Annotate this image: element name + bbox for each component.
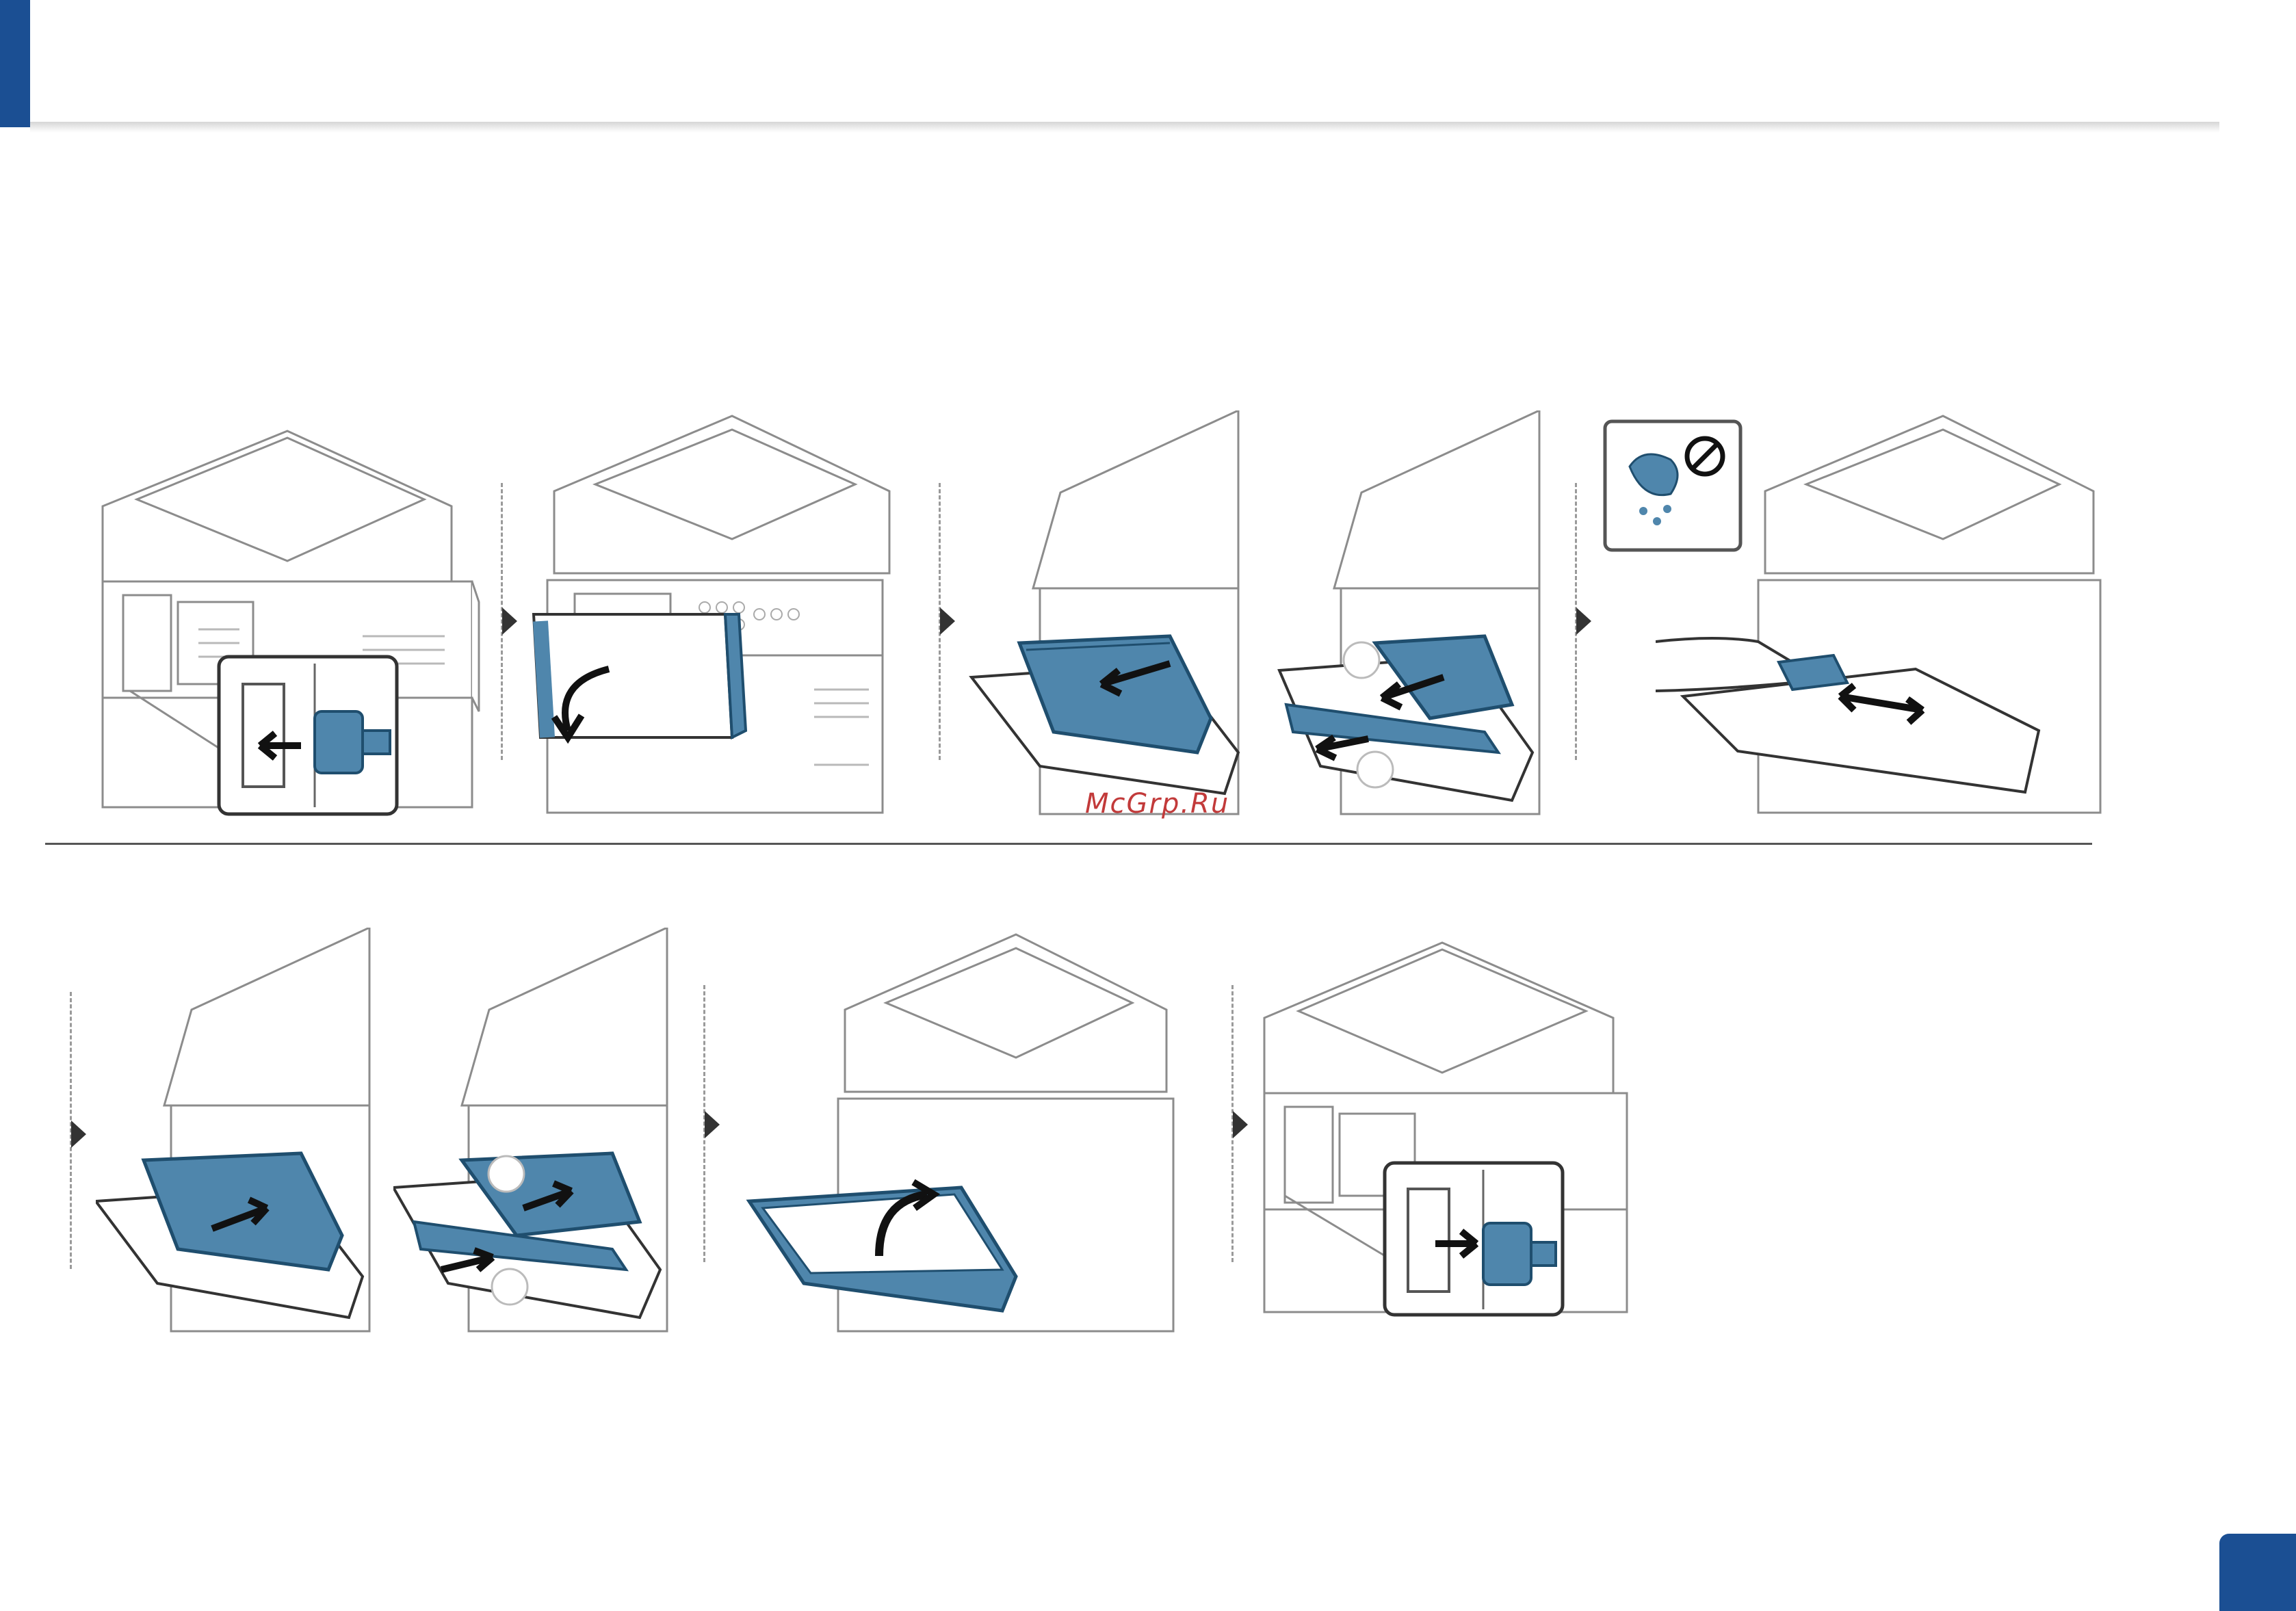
step-pull-out-imaging-unit: [1266, 410, 1546, 821]
header-rule: [30, 122, 2219, 133]
step-arrow-icon: [1233, 1111, 1248, 1138]
step-pull-out-toner-cartridge: [965, 410, 1252, 821]
chapter-tab: [0, 0, 30, 127]
step-open-front-cover: [527, 409, 910, 820]
row-divider: [45, 843, 2092, 845]
page-number-tab: [2219, 1534, 2296, 1611]
step-arrow-icon: [940, 607, 955, 635]
step-insert-toner-cartridge: [96, 928, 376, 1338]
watermark-text: McGrp.Ru: [1085, 788, 1229, 820]
step-arrow-icon: [705, 1111, 720, 1138]
step-insert-imaging-unit: [393, 928, 674, 1338]
step-plug-in-power-cord: [1257, 936, 1641, 1319]
step-arrow-icon: [1576, 607, 1591, 635]
step-arrow-icon: [71, 1121, 86, 1148]
step-wipe-inside: [1656, 409, 2121, 820]
step-unplug-power-cord: [89, 424, 493, 821]
step-close-front-cover: [742, 928, 1187, 1338]
step-arrow-icon: [502, 607, 517, 635]
